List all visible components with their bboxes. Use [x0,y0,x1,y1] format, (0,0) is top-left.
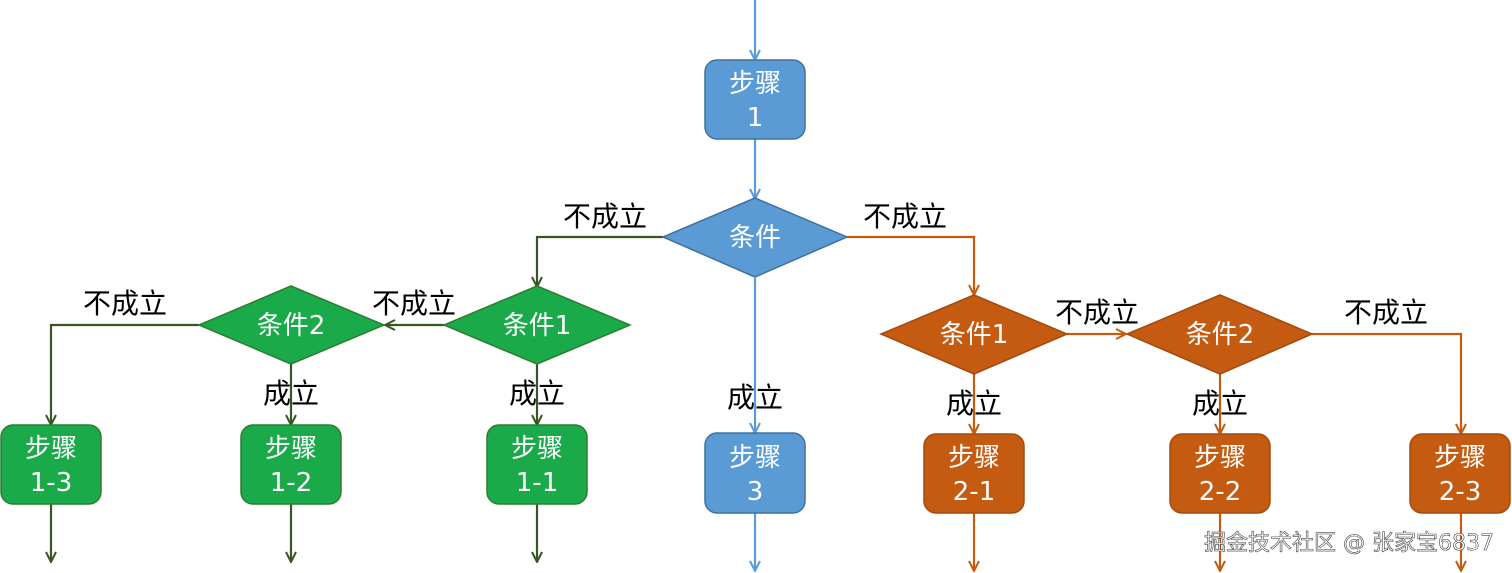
orange-condition-1-label: 条件1 [940,320,1009,350]
step-2-2-number: 2-2 [1199,477,1241,507]
green-condition-1-node[interactable]: 条件1 [442,285,632,365]
step-1-1-number: 1-1 [516,468,558,498]
step-1-2-node[interactable]: 步骤 1-2 [240,424,342,505]
edge-orange-cond2-step2-3 [1312,332,1461,433]
step-1-3-node[interactable]: 步骤 1-3 [0,424,102,505]
step-2-2-node[interactable]: 步骤 2-2 [1169,433,1271,514]
step-3-node[interactable]: 步骤 3 [704,432,806,514]
step-2-2-title: 步骤 [1194,443,1246,473]
step-2-1-node[interactable]: 步骤 2-1 [923,433,1025,514]
label-main-right: 不成立 [863,200,947,233]
step-1-3-title: 步骤 [25,434,77,464]
label-orange-cond1-right: 不成立 [1055,296,1139,329]
label-green-cond1-left: 不成立 [372,287,456,320]
step-1-1-title: 步骤 [511,434,563,464]
label-green-cond2-down: 成立 [263,377,319,410]
green-condition-2-label: 条件2 [257,311,326,341]
green-condition-1-label: 条件1 [503,311,572,341]
main-condition-label: 条件 [729,223,781,253]
step-1-1-node[interactable]: 步骤 1-1 [486,424,588,505]
step-3-number: 3 [747,477,764,507]
edge-green-cond2-step1-3 [51,323,199,424]
label-main-down: 成立 [727,381,783,414]
edge-condition-green-cond1 [537,235,663,286]
label-orange-cond2-right: 不成立 [1344,296,1428,329]
label-orange-cond2-down: 成立 [1192,387,1248,420]
orange-condition-2-label: 条件2 [1186,320,1255,350]
step-2-3-node[interactable]: 步骤 2-3 [1409,433,1511,514]
watermark-text: 掘金技术社区 @ 张家宝6837 [1204,531,1494,556]
step-2-3-number: 2-3 [1439,477,1481,507]
label-orange-cond1-down: 成立 [946,387,1002,420]
orange-condition-1-node[interactable]: 条件1 [879,294,1069,375]
step-3-title: 步骤 [729,443,781,473]
step-1-3-number: 1-3 [30,468,72,498]
step-1-number: 1 [747,103,764,133]
orange-condition-2-node[interactable]: 条件2 [1125,294,1314,375]
label-green-cond1-down: 成立 [509,377,565,410]
label-green-cond2-left: 不成立 [83,287,167,320]
step-2-3-title: 步骤 [1434,443,1486,473]
label-main-left: 不成立 [563,200,647,233]
step-1-2-number: 1-2 [270,468,312,498]
step-1-2-title: 步骤 [265,434,317,464]
step-1-node[interactable]: 步骤 1 [704,59,806,140]
main-condition-node[interactable]: 条件 [661,197,849,278]
step-2-1-title: 步骤 [948,443,1000,473]
step-2-1-number: 2-1 [953,477,995,507]
green-condition-2-node[interactable]: 条件2 [197,285,386,365]
edge-condition-orange-cond1 [847,235,974,294]
step-1-title: 步骤 [729,69,781,99]
